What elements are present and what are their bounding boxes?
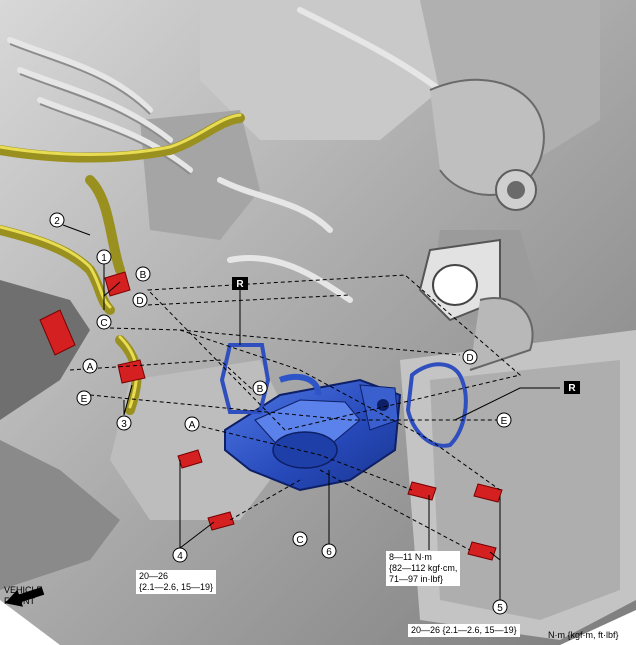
ref-c-left: C [100,318,107,329]
vehicle-front-label: VEHICLE FRONT [4,585,64,607]
callout-1: 1 [101,253,107,264]
exhaust-opening [432,264,478,306]
leader-lines [62,224,560,600]
torque-label-bolt-5: 20—26 {2.1—2.6, 15—19} [408,624,520,637]
ref-e-left: E [81,394,88,405]
callout-4: 4 [177,551,183,562]
torque-4-line1: 20—26 [139,571,169,581]
bolts [177,449,503,561]
replace-marks: R R [232,277,580,394]
ref-c-lower: C [296,535,303,546]
callout-2: 2 [54,216,60,227]
ref-d-right: D [466,353,473,364]
callout-circles: 1 2 3 4 5 6 [49,212,508,615]
harness-connector-1 [39,309,76,356]
torque-units-note: N·m {kgf·m, ft·lbf} [548,630,619,640]
gasket-left [219,343,271,414]
pipe-outlines [9,43,191,175]
callout-6: 6 [326,547,332,558]
fuel-pipes [7,7,443,303]
harness-connector-3 [117,359,146,384]
ref-a-left: A [87,362,94,373]
torque-5-line1: 20—26 {2.1—2.6, 15—19} [411,625,517,635]
torque-label-bolt-6: 8—11 N·m {82—112 kgf·cm, 71—97 in·lbf} [386,551,461,586]
torque-4-line2: {2.1—2.6, 15—19} [139,582,214,592]
callout-5: 5 [497,603,503,614]
bolt-5-upper [473,483,503,503]
replace-mark-right: R [568,383,576,394]
torque-6-line2: {82—112 kgf·cm, [389,563,458,573]
ref-b-lower: B [257,384,264,395]
ref-e-right: E [501,416,508,427]
turbo-pipe [429,78,545,196]
vehicle-front-line2: FRONT [4,596,35,606]
ref-b-top: B [140,270,147,281]
egr-valve [224,373,402,492]
exhaust-pipe [469,297,534,371]
vehicle-front-line1: VEHICLE [4,585,43,595]
pipe-flange-hole [507,181,525,199]
assembly-guide-lines [69,274,522,551]
torque-label-bolt-4: 20—26 {2.1—2.6, 15—19} [136,570,217,594]
ref-a-lower: A [189,420,196,431]
vehicle-front-arrow [4,587,45,607]
callout-3: 3 [121,419,127,430]
torque-6-line1: 8—11 N·m [389,552,432,562]
bolt-4-lower [207,511,235,531]
torque-6-line3: 71—97 in·lbf} [389,574,444,584]
bolt-4-upper [177,449,203,469]
gasket-right [405,362,468,448]
replace-mark-left: R [236,279,244,290]
reference-letters: B D C A E B A D E C [76,266,512,547]
ref-d-left: D [136,296,143,307]
